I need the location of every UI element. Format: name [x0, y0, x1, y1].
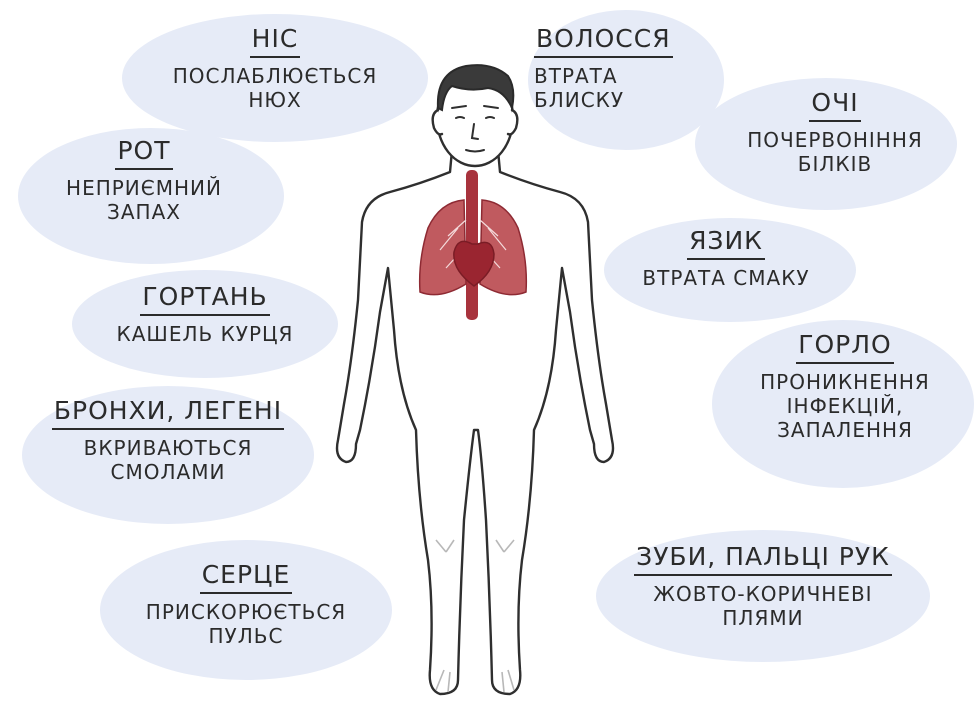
- callout-rot-desc: НЕПРИЄМНИЙ ЗАПАХ: [24, 176, 264, 225]
- callout-sertse-title: СЕРЦЕ: [200, 560, 293, 594]
- callout-sertse-desc: ПРИСКОРЮЄТЬСЯ ПУЛЬС: [104, 600, 388, 649]
- callout-volossia-title: ВОЛОССЯ: [534, 24, 673, 58]
- callout-horlo: ГОРЛО ПРОНИКНЕННЯ ІНФЕКЦІЙ, ЗАПАЛЕННЯ: [720, 330, 970, 443]
- callout-bronkhy: БРОНХИ, ЛЕГЕНІ ВКРИВАЮТЬСЯ СМОЛАМИ: [26, 396, 310, 484]
- callout-zuby-desc: ЖОВТО-КОРИЧНЕВІ ПЛЯМИ: [600, 582, 926, 631]
- callout-ochi-desc: ПОЧЕРВОНІННЯ БІЛКІВ: [705, 128, 965, 177]
- callout-yazyk-desc: ВТРАТА СМАКУ: [606, 266, 846, 290]
- callout-ochi-title: ОЧІ: [809, 88, 860, 122]
- callout-rot-title: РОТ: [115, 136, 172, 170]
- callout-rot: РОТ НЕПРИЄМНИЙ ЗАПАХ: [24, 136, 264, 224]
- callout-hortan: ГОРТАНЬ КАШЕЛЬ КУРЦЯ: [80, 282, 330, 346]
- callout-hortan-desc: КАШЕЛЬ КУРЦЯ: [80, 322, 330, 346]
- callout-yazyk: ЯЗИК ВТРАТА СМАКУ: [606, 226, 846, 290]
- callout-bronkhy-desc: ВКРИВАЮТЬСЯ СМОЛАМИ: [26, 436, 310, 485]
- callout-horlo-title: ГОРЛО: [796, 330, 893, 364]
- callout-zuby-title: ЗУБИ, ПАЛЬЦІ РУК: [634, 542, 892, 576]
- callout-zuby: ЗУБИ, ПАЛЬЦІ РУК ЖОВТО-КОРИЧНЕВІ ПЛЯМИ: [600, 542, 926, 630]
- callout-nis: НІС ПОСЛАБЛЮЄТЬСЯ НЮХ: [125, 24, 425, 112]
- callout-yazyk-title: ЯЗИК: [687, 226, 765, 260]
- callout-sertse: СЕРЦЕ ПРИСКОРЮЄТЬСЯ ПУЛЬС: [104, 560, 388, 648]
- callout-volossia-desc: ВТРАТА БЛИСКУ: [534, 64, 674, 113]
- callout-nis-desc: ПОСЛАБЛЮЄТЬСЯ НЮХ: [125, 64, 425, 113]
- callout-bronkhy-title: БРОНХИ, ЛЕГЕНІ: [52, 396, 284, 430]
- callout-volossia: ВОЛОССЯ ВТРАТА БЛИСКУ: [534, 24, 674, 112]
- callout-horlo-desc: ПРОНИКНЕННЯ ІНФЕКЦІЙ, ЗАПАЛЕННЯ: [720, 370, 970, 443]
- callout-hortan-title: ГОРТАНЬ: [140, 282, 269, 316]
- callout-ochi: ОЧІ ПОЧЕРВОНІННЯ БІЛКІВ: [705, 88, 965, 176]
- callout-nis-title: НІС: [250, 24, 301, 58]
